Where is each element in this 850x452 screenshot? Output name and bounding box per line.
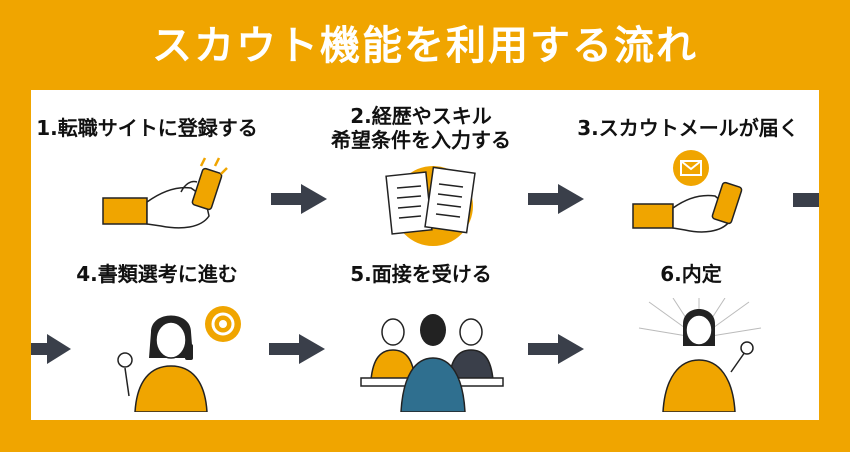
woman-success-icon [638, 298, 762, 412]
arrow-right-icon [271, 184, 327, 214]
step-3-label: 3.スカウトメールが届く [577, 116, 799, 140]
arrow-right-icon [528, 334, 584, 364]
step-2-label-line1: 2.経歴やスキル [350, 104, 492, 128]
step-2-label-line2: 希望条件を入力する [331, 128, 511, 152]
step-1-label: 1.転職サイトに登録する [36, 116, 258, 140]
interview-icon [360, 314, 504, 412]
arrow-right-icon [31, 334, 71, 364]
phone-mail-notification-icon [632, 150, 743, 233]
woman-on-phone-ok-icon [117, 306, 241, 412]
step-6-label: 6.内定 [660, 262, 722, 286]
documents-checklist-icon [385, 166, 476, 246]
step-5-label: 5.面接を受ける [350, 262, 492, 286]
page-title: スカウト機能を利用する流れ [152, 23, 698, 69]
step-2-label-block: 2.経歴やスキル 希望条件を入力する [301, 104, 541, 152]
arrow-continue-icon [793, 193, 819, 207]
arrow-right-icon [528, 184, 584, 214]
arrow-right-icon [269, 334, 325, 364]
step-4-label: 4.書類選考に進む [76, 262, 238, 286]
hand-holding-phone-icon [102, 157, 228, 229]
flow-panel: 1.転職サイトに登録する 2.経歴やスキル 希望条件を入力する 3.スカウトメー… [31, 90, 819, 420]
